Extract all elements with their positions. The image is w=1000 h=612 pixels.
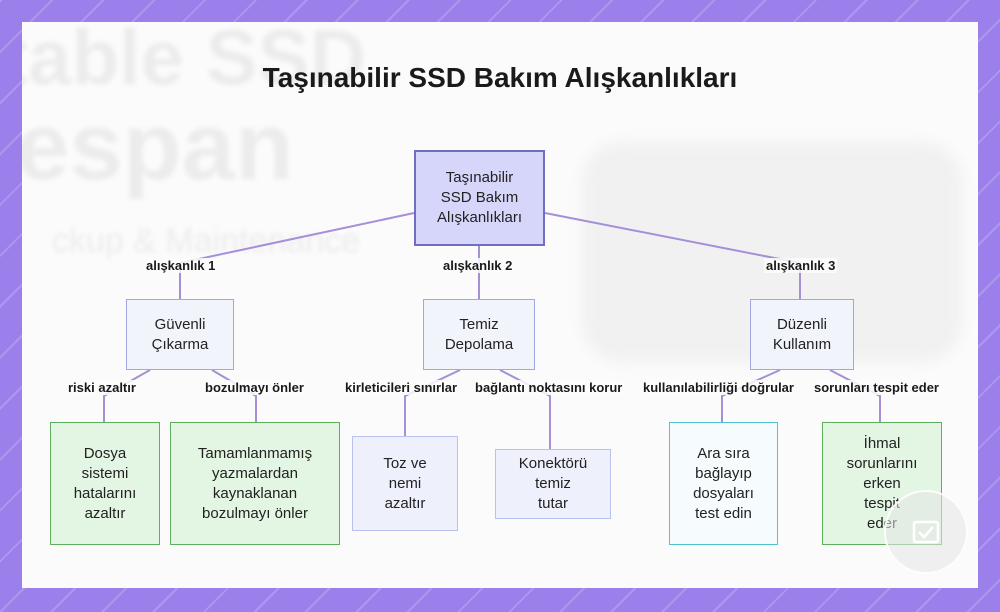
edge-regular-use-test	[721, 369, 781, 422]
category-regular-use: Düzenli Kullanım	[750, 299, 854, 370]
edge-regular-use-detect	[829, 369, 881, 422]
leaf-dust-moisture: Toz ve nemi azaltır	[352, 436, 458, 531]
edge-label-prevent-corruption: bozulmayı önler	[203, 380, 306, 395]
leaf-keep-connector-clean: Konektörü temiz tutar	[495, 449, 611, 519]
background-text-2: espan	[22, 93, 294, 200]
edge-label-limit-contaminants: kirleticileri sınırlar	[343, 380, 460, 395]
edge-label-protect-port: bağlantı noktasını korur	[473, 380, 625, 395]
leaf-reduce-errors: Dosya sistemi hatalarını azaltır	[50, 422, 160, 545]
category-safe-eject: Güvenli Çıkarma	[126, 299, 234, 370]
edge-root-safe-eject	[179, 212, 415, 299]
diagram-title: Taşınabilir SSD Bakım Alışkanlıkları	[262, 62, 738, 93]
edge-safe-eject-reduce-errors	[103, 369, 151, 422]
edge-label-detect-issues: sorunları tespit eder	[812, 380, 941, 395]
edge-clean-storage-dust	[404, 369, 461, 436]
edge-clean-storage-connector	[499, 369, 551, 449]
document-check-icon	[884, 490, 968, 574]
root-node: Taşınabilir SSD Bakım Alışkanlıkları	[414, 150, 545, 246]
edge-label-reduce-risk: riski azaltır	[66, 380, 138, 395]
edge-safe-eject-prevent-corruption	[211, 369, 257, 422]
edge-label-habit-1: alışkanlık 1	[144, 258, 218, 273]
category-clean-storage: Temiz Depolama	[423, 299, 535, 370]
edge-label-habit-2: alışkanlık 2	[441, 258, 515, 273]
background-text-1: table SSD	[22, 22, 367, 101]
edge-label-habit-3: alışkanlık 3	[764, 258, 838, 273]
background-text-3: ckup & Maintenance	[52, 222, 361, 260]
leaf-prevent-corruption: Tamamlanmamış yazmalardan kaynaklanan bo…	[170, 422, 340, 545]
edge-label-verify-usability: kullanılabilirliği doğrular	[641, 380, 796, 395]
leaf-test-files: Ara sıra bağlayıp dosyaları test edin	[669, 422, 778, 545]
edge-root-regular-use	[544, 212, 801, 299]
